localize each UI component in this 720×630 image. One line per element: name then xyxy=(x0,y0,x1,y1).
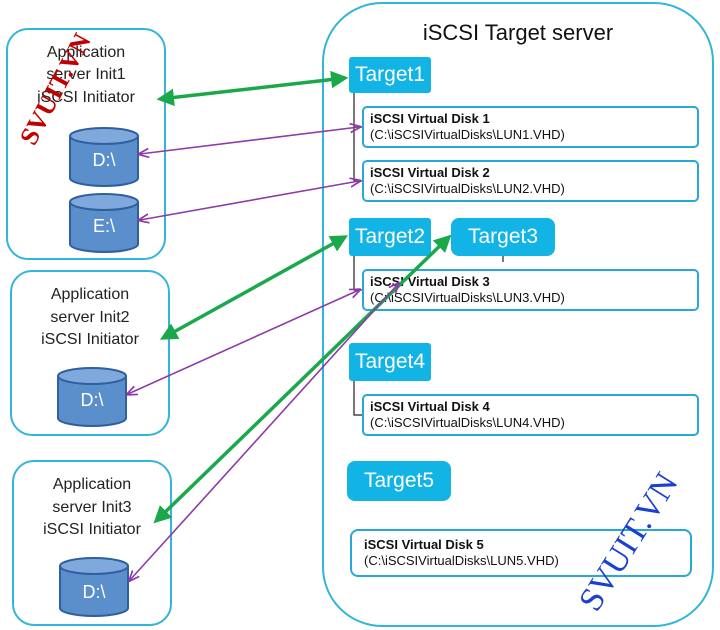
target-3: Target3 xyxy=(451,218,555,256)
virtual-disk-4-name: iSCSI Virtual Disk 4 xyxy=(370,399,490,414)
initiator-1-role: iSCSI Initiator xyxy=(37,89,135,106)
initiator-box-2: Application server Init2 iSCSI Initiator xyxy=(10,270,170,436)
virtual-disk-1-name: iSCSI Virtual Disk 1 xyxy=(370,111,490,126)
virtual-disk-2: iSCSI Virtual Disk 2 (C:\iSCSIVirtualDis… xyxy=(362,160,699,202)
initiator-1-line2: server Init1 xyxy=(46,66,126,83)
virtual-disk-4: iSCSI Virtual Disk 4 (C:\iSCSIVirtualDis… xyxy=(362,394,699,436)
initiator-3-role: iSCSI Initiator xyxy=(43,521,141,538)
virtual-disk-3-path: (C:\iSCSIVirtualDisks\LUN3.VHD) xyxy=(370,290,565,305)
virtual-disk-3: iSCSI Virtual Disk 3 (C:\iSCSIVirtualDis… xyxy=(362,269,699,311)
virtual-disk-1-path: (C:\iSCSIVirtualDisks\LUN1.VHD) xyxy=(370,127,565,142)
target-1: Target1 xyxy=(349,57,431,93)
initiator-1-line1: Application xyxy=(46,44,126,61)
initiator-2-role: iSCSI Initiator xyxy=(41,331,139,348)
initiator-3-line1: Application xyxy=(52,476,132,493)
initiator-2-line2: server Init2 xyxy=(50,309,130,326)
target-4: Target4 xyxy=(349,343,431,381)
virtual-disk-5-path: (C:\iSCSIVirtualDisks\LUN5.VHD) xyxy=(364,553,559,568)
virtual-disk-4-path: (C:\iSCSIVirtualDisks\LUN4.VHD) xyxy=(370,415,565,430)
virtual-disk-2-name: iSCSI Virtual Disk 2 xyxy=(370,165,490,180)
initiator-2-line1: Application xyxy=(50,286,130,303)
target-2: Target2 xyxy=(349,218,431,256)
session-init2-target2 xyxy=(159,235,349,340)
initiator-3-line2: server Init3 xyxy=(52,499,132,516)
initiator-box-3: Application server Init3 iSCSI Initiator xyxy=(12,460,172,626)
virtual-disk-1: iSCSI Virtual Disk 1 (C:\iSCSIVirtualDis… xyxy=(362,106,699,148)
virtual-disk-5: iSCSI Virtual Disk 5 (C:\iSCSIVirtualDis… xyxy=(350,529,692,577)
session-init1-target1 xyxy=(156,70,349,107)
virtual-disk-2-path: (C:\iSCSIVirtualDisks\LUN2.VHD) xyxy=(370,181,565,196)
target-server-title: iSCSI Target server xyxy=(422,20,614,45)
target-5: Target5 xyxy=(347,461,451,501)
virtual-disk-3-name: iSCSI Virtual Disk 3 xyxy=(370,274,490,289)
